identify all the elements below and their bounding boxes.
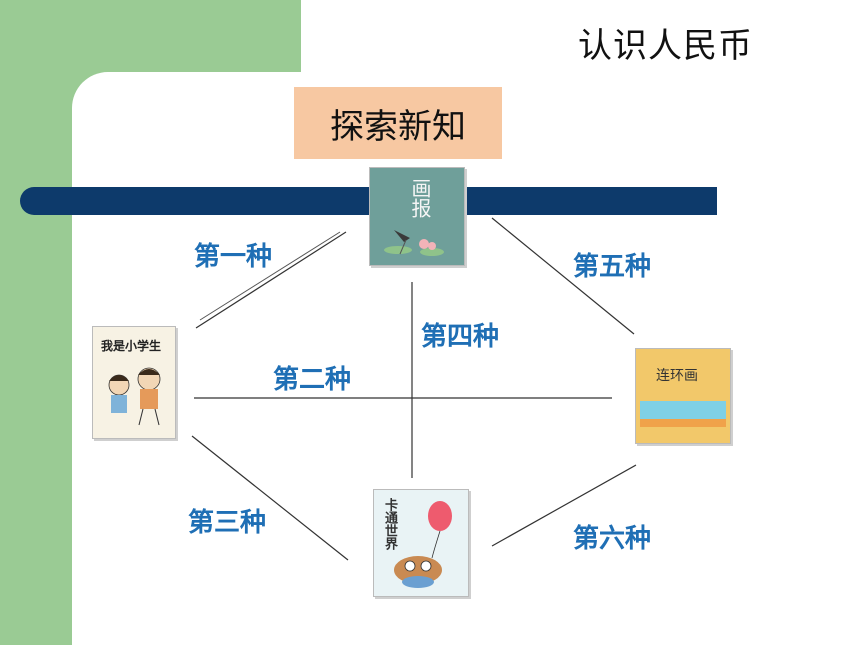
book-huabao-title: 画报 [408,178,432,218]
line-first-shadow [199,231,341,321]
label-fourth: 第四种 [421,322,500,352]
line-first [195,231,347,329]
book-xiaoxuesheng: 我是小学生 [92,326,176,439]
line-sixth [491,464,637,547]
book-katong: 卡通世界 [373,489,469,597]
label-second: 第二种 [273,365,352,395]
label-fifth: 第五种 [573,252,652,282]
xiaoxuesheng-cover-art [108,367,161,426]
book-lianhuanhua-title: 连环画 [656,368,698,384]
book-xiaoxuesheng-title: 我是小学生 [101,339,162,353]
book-huabao: 画报 [369,167,465,266]
top-green-band [0,0,301,72]
section-heading: 探索新知 [294,87,502,159]
lianhuanhua-cover-band-lower [640,419,726,427]
page-title: 认识人民币 [578,26,753,66]
left-green-band [0,0,72,645]
book-katong-title: 卡通世界 [382,498,397,550]
katong-cover-art [394,501,452,588]
label-first: 第一种 [194,242,273,272]
label-sixth: 第六种 [573,524,652,554]
decorative-bar [20,187,717,215]
label-third: 第三种 [188,508,267,538]
section-heading-text: 探索新知 [330,106,466,147]
line-third [191,435,349,561]
book-lianhuanhua: 连环画 [635,348,731,444]
line-fifth [491,217,635,335]
huabao-cover-art [384,230,444,256]
lianhuanhua-cover-band [640,401,726,419]
